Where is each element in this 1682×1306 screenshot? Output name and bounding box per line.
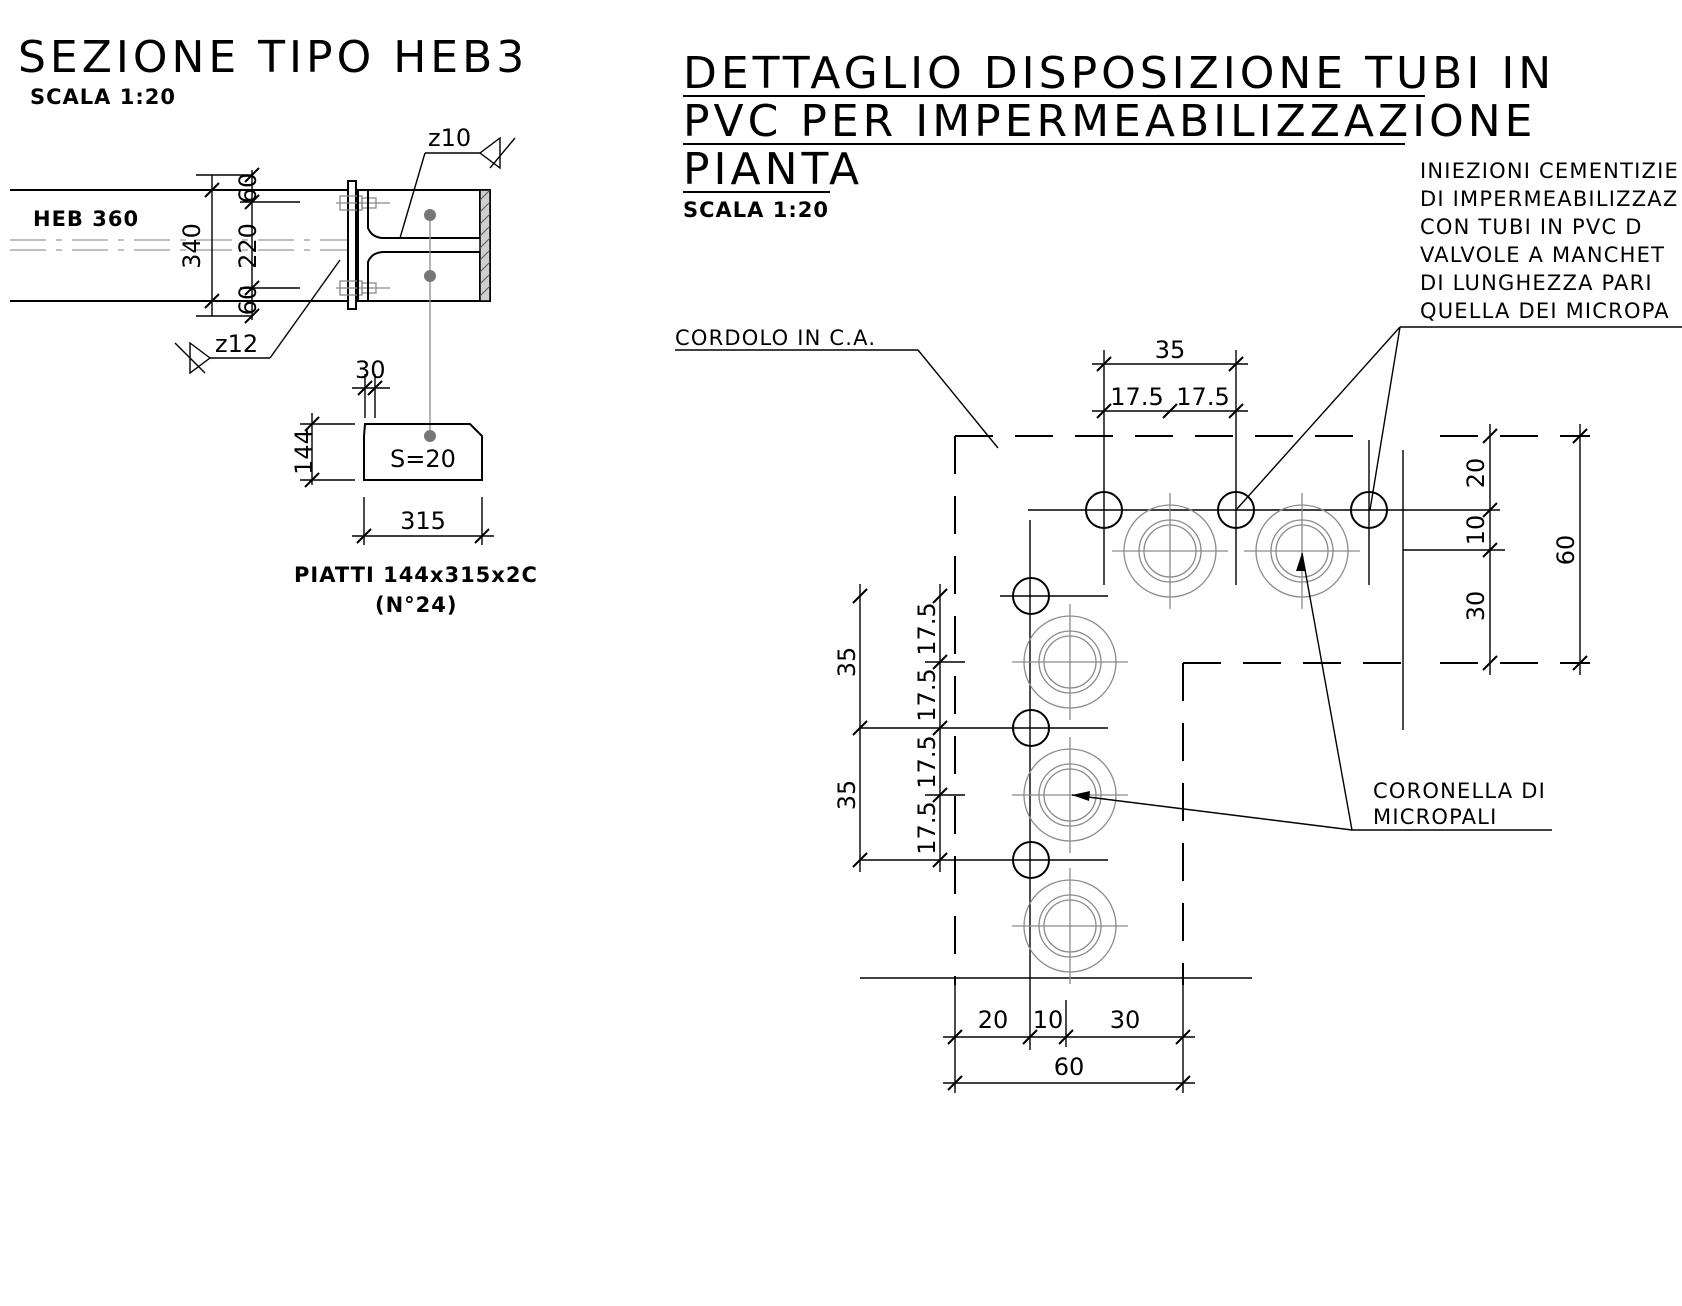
dim-220: 220 [234, 223, 262, 269]
dim-bottom-10: 10 [1033, 1006, 1064, 1034]
weld-top-callout [399, 136, 516, 239]
plates-line-1: PIATTI 144x315x2C [294, 563, 538, 587]
dim-bottom-30: 30 [1110, 1006, 1141, 1034]
dim-144: 144 [290, 429, 318, 475]
dim-left-17-5-d: 17.5 [913, 801, 941, 854]
dim-left-17-5-b: 17.5 [913, 668, 941, 721]
heb-beam [10, 180, 357, 310]
micropali-label-2: MICROPALI [1373, 805, 1497, 829]
weld-top-label: z10 [428, 124, 471, 152]
dim-right-10: 10 [1462, 515, 1490, 546]
micropile [1012, 737, 1128, 853]
dim-left-17-5-a: 17.5 [913, 602, 941, 655]
weld-bottom-callout [174, 259, 341, 375]
section-view: SEZIONE TIPO HEB3 SCALA 1:20 HEB 360 [10, 32, 538, 617]
section-dims [196, 167, 300, 324]
cordolo-label: CORDOLO IN C.A. [675, 326, 876, 350]
micropile [1012, 868, 1128, 984]
dim-top-17-5-b: 17.5 [1176, 383, 1229, 411]
plan-title-3: PIANTA [683, 144, 863, 195]
plan-title-2: PVC PER IMPERMEABILIZZAZIONE [683, 96, 1536, 147]
note-line-3: CON TUBI IN PVC D [1420, 215, 1643, 239]
section-scale: SCALA 1:20 [30, 85, 176, 109]
pvc-tubes [860, 350, 1388, 879]
note-line-6: QUELLA DEI MICROPA [1420, 299, 1670, 323]
dim-bottom-60: 60 [1054, 1053, 1085, 1081]
note-line-5: DI LUNGHEZZA PARI [1420, 271, 1653, 295]
micropali-leader [1071, 552, 1552, 831]
micropile [1112, 493, 1228, 609]
dim-bottom-20: 20 [978, 1006, 1009, 1034]
dim-right-60: 60 [1552, 535, 1580, 566]
note-line-4: VALVOLE A MANCHET [1420, 243, 1665, 267]
beam-label: HEB 360 [33, 207, 139, 231]
dim-60-top: 60 [234, 173, 262, 204]
dim-left-35-b: 35 [833, 780, 861, 811]
plan-title-1: DETTAGLIO DISPOSIZIONE TUBI IN [683, 48, 1555, 99]
note-line-1: INIEZIONI CEMENTIZIE [1420, 159, 1679, 183]
dim-top-35: 35 [1155, 336, 1186, 364]
plan-view: DETTAGLIO DISPOSIZIONE TUBI IN PVC PER I… [675, 48, 1682, 1093]
dim-60-bottom: 60 [234, 285, 262, 316]
micropiles [1012, 493, 1360, 984]
dim-left-17-5-c: 17.5 [913, 735, 941, 788]
concrete-outline [860, 435, 1590, 1050]
bolts [336, 195, 390, 296]
weld-bottom-label: z12 [215, 330, 258, 358]
dim-right-30: 30 [1462, 591, 1490, 622]
dim-right-20: 20 [1462, 458, 1490, 489]
dim-340: 340 [178, 223, 206, 269]
dim-315: 315 [400, 507, 446, 535]
plate-label: S=20 [390, 445, 456, 473]
plan-dims-right [1403, 424, 1588, 675]
section-title: SEZIONE TIPO HEB3 [18, 32, 528, 83]
dim-left-35-a: 35 [833, 647, 861, 678]
micropile [1012, 604, 1128, 720]
dim-top-17-5-a: 17.5 [1110, 383, 1163, 411]
plate-detail [300, 374, 494, 545]
micropali-label-1: CORONELLA DI [1373, 779, 1546, 803]
plates-line-2: (N°24) [375, 593, 458, 617]
injection-note: INIEZIONI CEMENTIZIE DI IMPERMEABILIZZAZ… [1235, 159, 1682, 511]
plan-dims-bottom [943, 985, 1195, 1093]
plan-dims-left [852, 584, 965, 872]
h-profile [357, 189, 491, 442]
plan-dims-top [1092, 356, 1248, 419]
micropile [1244, 493, 1360, 609]
dim-30: 30 [355, 356, 386, 384]
note-line-2: DI IMPERMEABILIZZAZ [1420, 187, 1678, 211]
plan-scale: SCALA 1:20 [683, 198, 829, 222]
